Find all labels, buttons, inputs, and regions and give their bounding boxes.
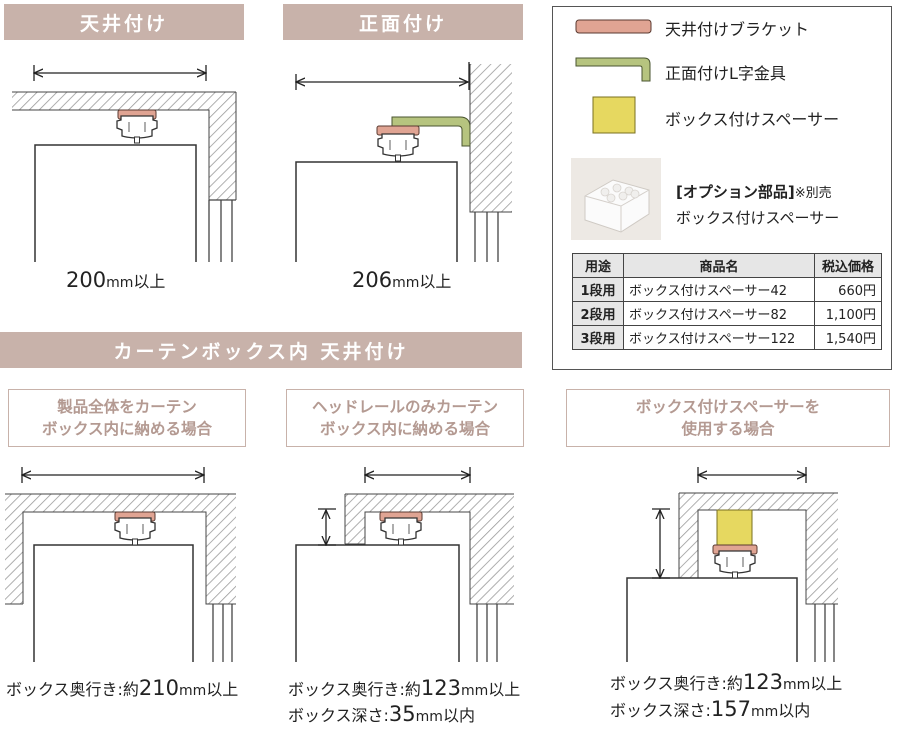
- price-cell-price: 1,100円: [814, 301, 882, 326]
- option-part-title: [オプション部品]※別売: [676, 181, 832, 202]
- case-1-depth-suffix: 以上: [206, 680, 239, 699]
- case-3-height-label: ボックス深さ:157mm以内: [610, 697, 810, 721]
- case-3-height-prefix: ボックス深さ:: [610, 701, 711, 720]
- ceiling-width-unit: mm: [106, 275, 134, 291]
- front-width-value: 206: [352, 268, 393, 292]
- price-cell-price: 660円: [814, 277, 882, 302]
- option-part-name: ボックス付けスペーサー: [676, 209, 840, 227]
- price-cell-usage: 3段用: [572, 325, 624, 350]
- front-width-label: 206mm以上: [352, 268, 451, 292]
- case-2-height-value: 35: [388, 702, 416, 726]
- price-row: 2段用 ボックス付けスペーサー82 1,100円: [572, 301, 882, 326]
- front-width-unit: mm: [392, 275, 420, 291]
- case-2-depth-prefix: ボックス奥行き:約: [288, 680, 421, 699]
- case-1-depth-label: ボックス奥行き:約210mm以上: [6, 676, 238, 700]
- option-note: ※別売: [794, 186, 832, 201]
- case-2-depth-value: 123: [420, 676, 462, 700]
- case-2-depth-unit: mm: [461, 683, 489, 699]
- case-3-depth-prefix: ボックス奥行き:約: [610, 674, 743, 693]
- price-header-product: 商品名: [623, 253, 815, 278]
- case-1-depth-value: 210: [138, 676, 180, 700]
- case-2-height-suffix: 以内: [442, 706, 475, 725]
- front-width-suffix: 以上: [419, 272, 452, 291]
- case-2-height-unit: mm: [415, 709, 443, 725]
- case-3-depth-label: ボックス奥行き:約123mm以上: [610, 670, 842, 694]
- price-cell-product: ボックス付けスペーサー122: [623, 325, 815, 350]
- case-3-height-unit: mm: [751, 704, 779, 720]
- box-case-2-diagram: [295, 467, 514, 662]
- case-2-depth-suffix: 以上: [488, 680, 521, 699]
- legend-label-l-bracket: 正面付けL字金具: [665, 64, 786, 83]
- case-3-title: ボックス付けスペーサーを 使用する場合: [566, 389, 890, 447]
- case-2-title: ヘッドレールのみカーテン ボックス内に納める場合: [286, 389, 524, 447]
- option-title: [オプション部品]: [676, 183, 795, 201]
- price-table-header: 用途 商品名 税込価格: [572, 253, 882, 278]
- price-header-price: 税込価格: [814, 253, 882, 278]
- price-cell-usage: 2段用: [572, 301, 624, 326]
- case-1-depth-unit: mm: [179, 683, 207, 699]
- case-3-height-suffix: 以内: [778, 701, 811, 720]
- banner-curtain-box: カーテンボックス内 天井付け: [0, 332, 522, 368]
- ceiling-width-suffix: 以上: [133, 272, 166, 291]
- price-row: 3段用 ボックス付けスペーサー122 1,540円: [572, 325, 882, 350]
- banner-front-mount: 正面付け: [283, 4, 523, 40]
- price-header-usage: 用途: [572, 253, 624, 278]
- ceiling-mount-diagram: [12, 65, 237, 262]
- case-3-height-value: 157: [710, 697, 752, 721]
- ceiling-width-label: 200mm以上: [66, 268, 165, 292]
- case-3-depth-unit: mm: [783, 677, 811, 693]
- case-3-depth-value: 123: [742, 670, 784, 694]
- case-1-depth-prefix: ボックス奥行き:約: [6, 680, 139, 699]
- case-2-height-prefix: ボックス深さ:: [288, 706, 389, 725]
- ceiling-width-value: 200: [66, 268, 107, 292]
- case-2-depth-label: ボックス奥行き:約123mm以上: [288, 676, 520, 700]
- legend-label-spacer: ボックス付けスペーサー: [665, 110, 840, 129]
- banner-ceiling-mount: 天井付け: [4, 4, 244, 40]
- price-cell-product: ボックス付けスペーサー82: [623, 301, 815, 326]
- price-cell-product: ボックス付けスペーサー42: [623, 277, 815, 302]
- box-case-3-diagram: [626, 467, 838, 662]
- case-3-depth-suffix: 以上: [810, 674, 843, 693]
- case-1-title: 製品全体をカーテン ボックス内に納める場合: [8, 389, 246, 447]
- price-cell-usage: 1段用: [572, 277, 624, 302]
- box-case-1-diagram: [5, 467, 236, 662]
- price-row: 1段用 ボックス付けスペーサー42 660円: [572, 277, 882, 302]
- front-mount-diagram: [296, 62, 512, 262]
- legend-label-ceiling-bracket: 天井付けブラケット: [665, 20, 810, 39]
- price-cell-price: 1,540円: [814, 325, 882, 350]
- case-2-height-label: ボックス深さ:35mm以内: [288, 702, 475, 726]
- price-table: 用途 商品名 税込価格 1段用 ボックス付けスペーサー42 660円 2段用 ボ…: [572, 253, 882, 350]
